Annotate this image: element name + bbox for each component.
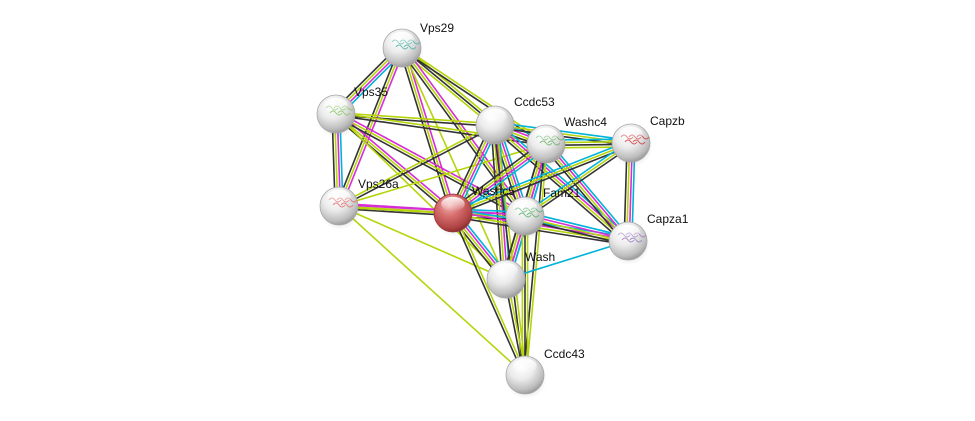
edge-line-coexpression bbox=[333, 115, 452, 216]
node-gloss bbox=[483, 108, 507, 124]
edge-line-textmining bbox=[336, 111, 496, 125]
edge-line-textmining bbox=[401, 47, 507, 280]
edge-vps29-wash[interactable] bbox=[401, 47, 507, 280]
node-fam21[interactable]: Fam21 bbox=[505, 186, 581, 240]
edge-vps26a-ccdc43[interactable] bbox=[338, 205, 526, 376]
node-gloss bbox=[494, 262, 518, 278]
node-vps35[interactable]: Vps35 bbox=[316, 85, 388, 138]
edge-line-textmining bbox=[338, 205, 526, 376]
node-label: Ccdc43 bbox=[544, 347, 585, 361]
edge-vps35-wash[interactable] bbox=[335, 113, 507, 280]
edge-line-experimental bbox=[340, 48, 406, 208]
edge-vps26a-washc4[interactable] bbox=[338, 143, 547, 207]
node-label: Vps29 bbox=[420, 21, 454, 35]
edge-line-coexpression bbox=[398, 48, 452, 215]
node-gloss bbox=[616, 224, 640, 240]
edge-line-textmining bbox=[525, 144, 549, 376]
node-vps29[interactable]: Vps29 bbox=[382, 21, 454, 72]
edge-line-textmining bbox=[492, 125, 506, 280]
node-gloss bbox=[324, 97, 348, 113]
edge-line-coexpression bbox=[453, 144, 633, 217]
node-label: Capzb bbox=[650, 114, 685, 128]
edge-line-textmining bbox=[452, 142, 632, 214]
edge-line-textmining bbox=[335, 113, 507, 280]
edge-ccdc53-wash[interactable] bbox=[490, 124, 511, 280]
edge-line-experimental bbox=[495, 124, 509, 279]
node-gloss bbox=[327, 189, 351, 205]
edge-vps26a-ccdc53[interactable] bbox=[338, 123, 496, 208]
edge-line-textmining bbox=[335, 113, 454, 214]
node-gloss bbox=[534, 127, 558, 143]
edge-line-curated bbox=[498, 124, 511, 279]
edge-line-curated bbox=[523, 140, 630, 215]
edge-line-textmining bbox=[493, 125, 628, 243]
edge-wash-capza1[interactable] bbox=[505, 240, 629, 280]
edge-line-coexpression bbox=[451, 213, 525, 376]
node-label: Fam21 bbox=[543, 186, 581, 200]
node-ccdc53[interactable]: Ccdc53 bbox=[475, 95, 555, 149]
node-gloss bbox=[441, 196, 465, 212]
edge-line-textmining bbox=[335, 113, 526, 217]
node-label: Washc5 bbox=[472, 184, 515, 198]
node-gloss bbox=[390, 31, 414, 47]
edge-line-textmining bbox=[402, 46, 548, 144]
node-capzb[interactable]: Capzb bbox=[611, 114, 685, 167]
edge-line-textmining bbox=[338, 47, 403, 207]
node-gloss bbox=[619, 126, 643, 142]
node-wash[interactable]: Wash bbox=[486, 250, 555, 303]
node-vps26a[interactable]: Vps26a bbox=[319, 177, 399, 230]
node-label: Washc4 bbox=[564, 115, 607, 129]
node-gloss bbox=[513, 358, 537, 374]
edge-line-coexpression bbox=[339, 125, 496, 208]
node-ccdc43[interactable]: Ccdc43 bbox=[505, 347, 585, 399]
edge-line-coexpression bbox=[490, 125, 503, 280]
edge-line-coexpression bbox=[335, 46, 401, 206]
node-label: Vps26a bbox=[358, 177, 399, 191]
edge-line-coexpression bbox=[334, 115, 525, 219]
edge-vps29-vps26a[interactable] bbox=[335, 46, 406, 208]
edge-vps29-washc5[interactable] bbox=[398, 46, 457, 215]
edge-line-textmining bbox=[338, 123, 495, 206]
edge-line-curated bbox=[505, 240, 629, 280]
node-gloss bbox=[513, 199, 537, 215]
edge-washc5-capzb[interactable] bbox=[451, 139, 633, 217]
edge-line-experimental bbox=[403, 46, 457, 213]
edge-line-textmining bbox=[401, 47, 454, 214]
node-label: Capza1 bbox=[647, 212, 689, 226]
node-capza1[interactable]: Capza1 bbox=[608, 212, 689, 265]
node-label: Ccdc53 bbox=[514, 95, 555, 109]
edge-line-coexpression bbox=[491, 127, 626, 245]
edge-line-textmining bbox=[338, 143, 547, 207]
node-washc4[interactable]: Washc4 bbox=[526, 115, 607, 168]
node-label: Wash bbox=[525, 250, 555, 264]
node-washc5[interactable]: Washc5 bbox=[433, 184, 515, 237]
node-label: Vps35 bbox=[354, 85, 388, 99]
edge-line-curated bbox=[451, 139, 631, 212]
edge-line-curated bbox=[495, 121, 632, 142]
